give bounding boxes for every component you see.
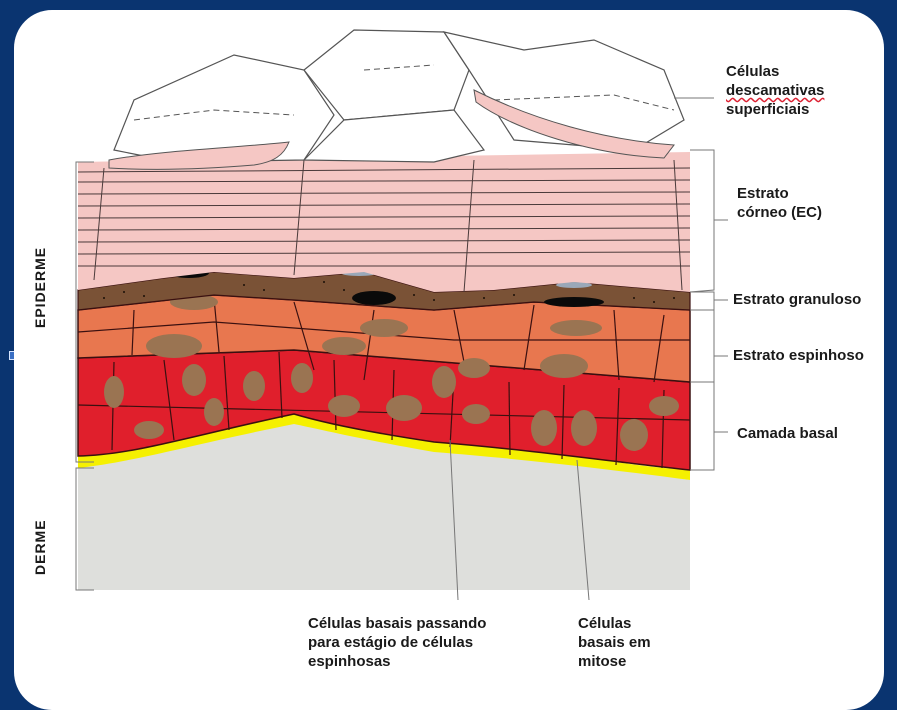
- label-line: Células: [726, 62, 824, 81]
- label-line: mitose: [578, 652, 651, 671]
- label-estrato-espinhoso: Estrato espinhoso: [733, 346, 864, 365]
- label-line: espinhosas: [308, 652, 486, 671]
- label-camada-basal: Camada basal: [737, 424, 838, 443]
- label-basais-passando: Células basais passando para estágio de …: [308, 614, 486, 671]
- label-line: Células basais passando: [308, 614, 486, 633]
- label-line: Estrato: [737, 184, 822, 203]
- slide-frame: Células descamativas superficiais Estrat…: [0, 0, 897, 679]
- label-line: basais em: [578, 633, 651, 652]
- label-epiderme: EPIDERME: [32, 247, 48, 328]
- label-line: descamativas: [726, 81, 824, 100]
- corneo-layer-shape: [78, 152, 690, 292]
- label-line: superficiais: [726, 100, 824, 119]
- label-derme: DERME: [32, 519, 48, 575]
- granule-black-3: [544, 297, 604, 307]
- label-basais-mitose: Células basais em mitose: [578, 614, 651, 671]
- granule-black-2: [352, 291, 396, 305]
- label-line: córneo (EC): [737, 203, 822, 222]
- label-celulas-descamativas: Células descamativas superficiais: [726, 62, 824, 119]
- label-estrato-granuloso: Estrato granuloso: [733, 290, 861, 309]
- label-line: Células: [578, 614, 651, 633]
- label-line: para estágio de células: [308, 633, 486, 652]
- label-estrato-corneo: Estrato córneo (EC): [737, 184, 822, 222]
